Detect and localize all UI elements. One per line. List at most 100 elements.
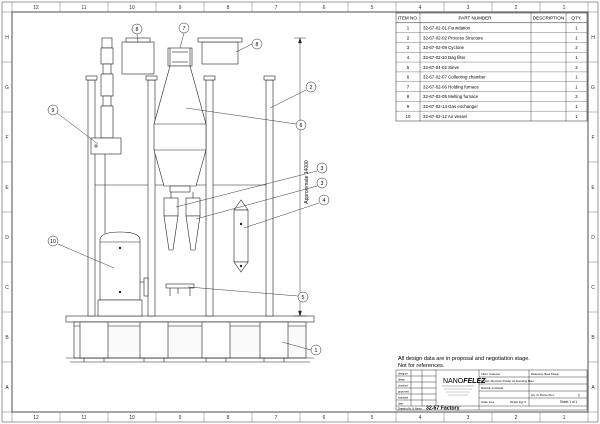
bom-quantity: 1	[575, 114, 578, 119]
zone-row-label: F	[591, 135, 594, 141]
zone-row-label: G	[5, 85, 9, 91]
sign-label: standard	[398, 396, 409, 400]
zone-row-label: H	[5, 35, 9, 41]
balloon: 5	[297, 291, 309, 303]
zone-column-label: 3	[467, 415, 470, 421]
bom-quantity: 1	[575, 55, 578, 60]
zone-row-label: H	[591, 35, 595, 41]
bom-item-number: 8	[407, 94, 410, 99]
bom-item-number: 6	[407, 75, 410, 80]
zone-column-label: 4	[419, 415, 422, 421]
balloon: 8	[251, 38, 263, 50]
title-block-drawing-prefix: Drawing Nr. & Name:	[398, 406, 423, 410]
balloon-number: 10	[50, 239, 56, 245]
zone-column-label: 3	[467, 5, 470, 11]
bom-part-number: 32-67-02-09 Cyclone	[423, 45, 465, 50]
balloon: 3	[316, 177, 328, 189]
bom-quantity: 2	[575, 94, 578, 99]
bom-part-number: 32-67-04-02 Sieve	[423, 65, 460, 70]
zone-row-label: A	[5, 385, 9, 391]
zone-row-label: F	[5, 135, 8, 141]
balloon-number: 5	[302, 295, 305, 301]
balloon: 8	[131, 23, 143, 35]
bom-item-number: 1	[407, 25, 410, 30]
collecting-chamber	[153, 65, 207, 193]
balloon: 2	[305, 81, 317, 93]
zone-column-label: 9	[179, 5, 182, 11]
title-block-weight: Weight (kg): 0	[510, 400, 527, 404]
bom-item-number: 2	[407, 35, 410, 40]
bom-quantity: 2	[575, 45, 578, 50]
bag-filter	[233, 199, 249, 273]
title-block-qty-value: 0	[578, 393, 580, 397]
bom-item-number: 7	[407, 84, 410, 89]
cyclones	[163, 192, 201, 251]
zone-row-label: D	[591, 235, 595, 241]
note-line: Not for references.	[398, 362, 445, 369]
zone-row-label: D	[5, 235, 9, 241]
bom-quantity: 1	[575, 84, 578, 89]
dimension-label: Approximate 14000	[304, 160, 310, 204]
bom-quantity: 2	[575, 65, 578, 70]
sign-label: approved	[398, 390, 409, 394]
drawing-notes: All design data are in proposal and nego…	[398, 356, 594, 369]
balloon-number: 9	[52, 108, 55, 114]
zone-column-label: 1	[563, 5, 566, 11]
title-block-drawing-number: 32-67 Factory	[426, 406, 460, 412]
foundation	[65, 315, 315, 363]
balloon-number: 2	[310, 85, 313, 91]
zone-row-label: B	[591, 335, 595, 341]
bom-part-number: 32-67-02-10 Bag filter	[423, 55, 466, 60]
title-block-material: Material: As Details	[481, 386, 504, 390]
balloon-number: 1	[315, 348, 318, 354]
leader-lines	[56, 32, 320, 351]
title-block-client: Client: Customer	[481, 372, 500, 376]
zone-column-label: 7	[275, 5, 278, 11]
holding-furnace	[167, 47, 193, 67]
zone-column-label: 2	[515, 415, 518, 421]
balloon: 7	[178, 22, 190, 34]
zone-column-label: 10	[129, 415, 135, 421]
title-block-scale: Scale: Free	[481, 400, 495, 404]
note-line: All design data are in proposal and nego…	[398, 356, 530, 362]
balloon-number: 3	[321, 181, 324, 187]
zone-row-label: E	[5, 185, 9, 191]
zone-column-label: 12	[33, 415, 39, 421]
balloon-number: 6	[300, 123, 303, 129]
title-block-reference: Reference: Base Design	[531, 372, 560, 376]
zone-row-label: G	[591, 85, 595, 91]
zone-column-label: 8	[227, 415, 230, 421]
zone-row-label: C	[5, 285, 9, 291]
bom-part-number: 32-67-02-01 Foundation	[423, 25, 471, 30]
balloon: 4	[318, 194, 330, 206]
bom-part-number: 32-67-02-07 Collecting chamber	[423, 75, 486, 80]
zone-column-label: 8	[227, 5, 230, 11]
zone-column-label: 1	[563, 415, 566, 421]
zone-column-label: 5	[371, 415, 374, 421]
sign-label: drawn	[398, 378, 406, 382]
balloon-number: 8	[256, 42, 259, 48]
zone-column-label: 12	[33, 5, 39, 11]
zone-column-label: 6	[323, 5, 326, 11]
bom-header-description: DESCRIPTION	[533, 16, 564, 21]
title-block	[395, 369, 588, 411]
balloon: 1	[310, 344, 322, 356]
zone-column-label: 11	[81, 5, 86, 11]
zone-column-label: 11	[81, 415, 86, 421]
sieve	[165, 283, 195, 296]
overall-height-dimension	[294, 37, 306, 317]
balloon-number: 3	[321, 166, 324, 172]
zone-row-label: A	[591, 385, 595, 391]
bom-quantity: 1	[575, 104, 578, 109]
sign-label: checked	[398, 384, 408, 388]
bom-item-number: 9	[407, 104, 410, 109]
zone-row-label: E	[591, 185, 595, 191]
balloon-number: 7	[183, 26, 186, 32]
bom-header-part: PART NUMBER	[459, 16, 493, 21]
zone-column-label: 7	[275, 415, 278, 421]
company-logo: NANOFELEZ	[443, 378, 486, 385]
